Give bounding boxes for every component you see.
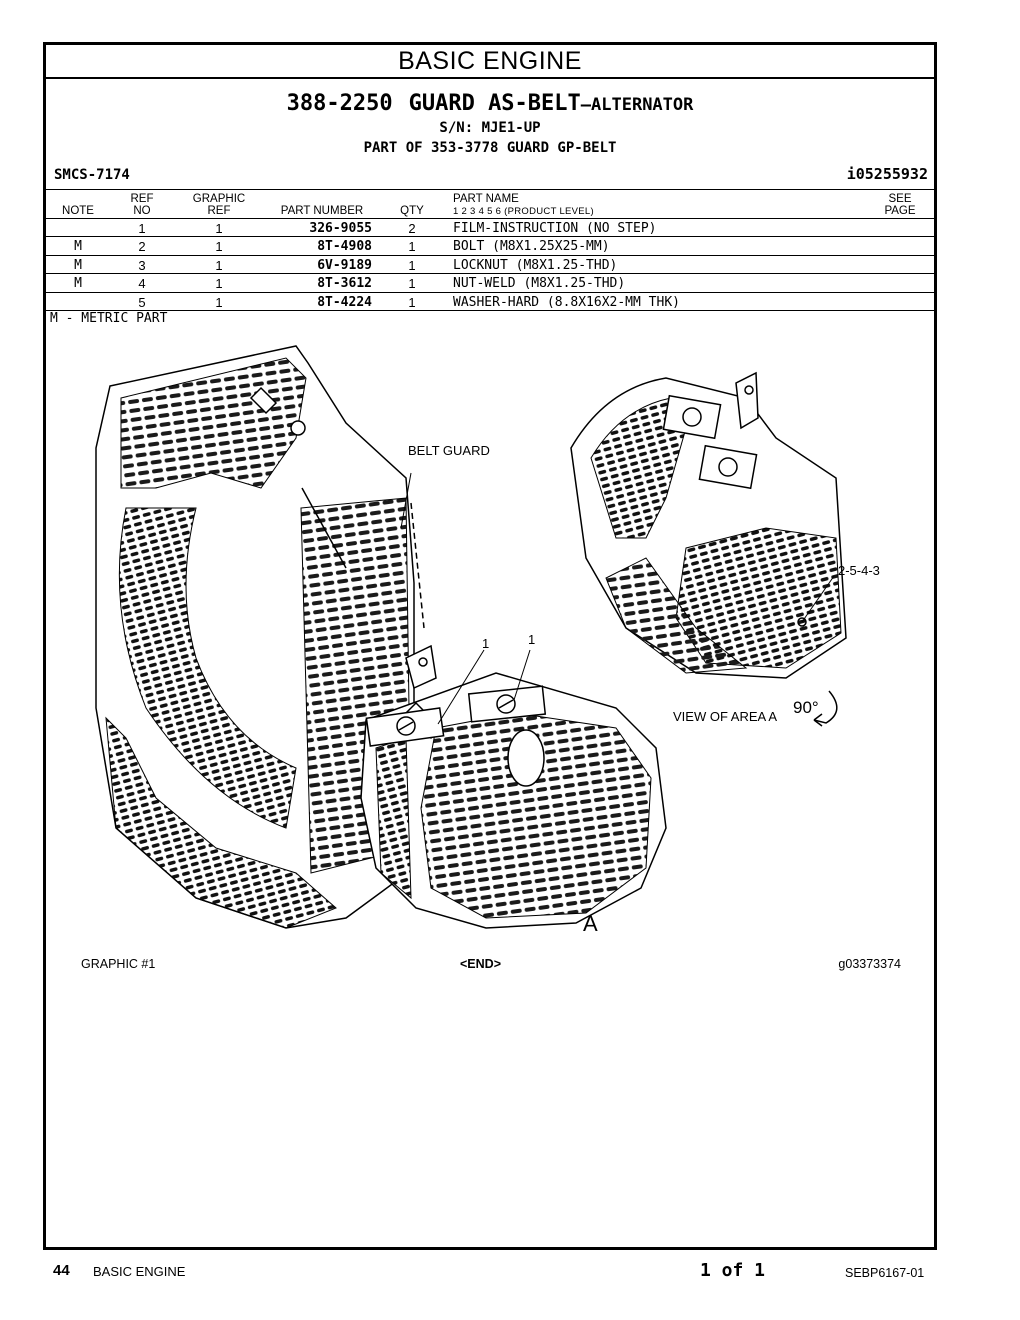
footer-doc-id: SEBP6167-01 xyxy=(845,1266,925,1280)
group-title: 388-2250 GUARD AS-BELT–ALTERNATOR xyxy=(46,91,934,116)
callout-1-left: 1 xyxy=(482,636,489,651)
part-number: 326-9055 xyxy=(309,221,372,236)
end-marker: <END> xyxy=(460,957,501,971)
table-row: M 2 1 8T-4908 1 BOLT (M8X1.25X25-MM) xyxy=(46,237,934,256)
part-number: 8T-3612 xyxy=(317,276,372,292)
part-of-line: PART OF 353-3778 GUARD GP-BELT xyxy=(363,140,617,156)
part-name: LOCKNUT (M8X1.25-THD) xyxy=(453,257,618,273)
guard-illustration: BELT GUARD 2-5-4-3 1 1 VIEW OF AREA A 90… xyxy=(95,345,880,936)
callout-1-right: 1 xyxy=(528,632,535,647)
group-header: 388-2250 GUARD AS-BELT–ALTERNATOR S/N: MJ… xyxy=(46,79,934,161)
callout-2-5-4-3: 2-5-4-3 xyxy=(838,563,880,578)
table-row: 1 1 326-9055 2 FILM-INSTRUCTION (NO STEP… xyxy=(46,219,934,238)
group-number: 388-2250 xyxy=(286,91,393,116)
group-suffix: –ALTERNATOR xyxy=(580,95,694,115)
belt-guard-large xyxy=(95,345,425,929)
col-note: NOTE xyxy=(62,205,94,217)
table-row: M 4 1 8T-3612 1 NUT-WELD (M8X1.25-THD) xyxy=(46,274,934,293)
belt-guard-front xyxy=(360,644,667,929)
area-a-label: A xyxy=(583,911,598,936)
group-name: GUARD AS-BELT xyxy=(408,91,581,116)
smcs-code: SMCS-7174 xyxy=(54,167,130,183)
graphic-id: g03373374 xyxy=(838,957,901,971)
exploded-view-drawing: BELT GUARD 2-5-4-3 1 1 VIEW OF AREA A 90… xyxy=(46,328,940,978)
view-of-area-a-label: VIEW OF AREA A xyxy=(673,709,777,724)
col-part-number: PART NUMBER xyxy=(280,205,364,217)
part-name: NUT-WELD (M8X1.25-THD) xyxy=(453,276,626,292)
footer-page-number: 44 xyxy=(53,1262,70,1279)
part-name: WASHER-HARD (8.8X16X2-MM THK) xyxy=(453,294,680,310)
serial-number: S/N: MJE1-UP xyxy=(439,120,541,136)
metric-note: M - METRIC PART xyxy=(50,311,168,326)
col-qty: QTY xyxy=(400,205,424,217)
rotation-label: 90° xyxy=(793,698,819,717)
belt-guard-label: BELT GUARD xyxy=(408,443,490,458)
part-name: BOLT (M8X1.25X25-MM) xyxy=(453,239,610,255)
footer-page-of: 1 of 1 xyxy=(700,1260,766,1281)
leader-lines xyxy=(400,472,531,725)
illustration-id: i05255932 xyxy=(846,165,928,183)
area-a-detail-view xyxy=(570,371,847,679)
part-number: 6V-9189 xyxy=(317,257,372,273)
table-row: 5 1 8T-4224 1 WASHER-HARD (8.8X16X2-MM T… xyxy=(46,293,934,311)
parts-table-body: 1 1 326-9055 2 FILM-INSTRUCTION (NO STEP… xyxy=(46,219,934,311)
footer-section: BASIC ENGINE xyxy=(93,1264,186,1279)
part-name: FILM-INSTRUCTION (NO STEP) xyxy=(453,221,657,236)
page-frame: BASIC ENGINE 388-2250 GUARD AS-BELT–ALTER… xyxy=(43,42,937,1250)
table-row: M 3 1 6V-9189 1 LOCKNUT (M8X1.25-THD) xyxy=(46,256,934,275)
rotation-arrow-icon xyxy=(813,690,838,727)
graphic-number: GRAPHIC #1 xyxy=(81,957,156,971)
part-number: 8T-4224 xyxy=(317,294,372,310)
part-number: 8T-4908 xyxy=(317,239,372,255)
page-title: BASIC ENGINE xyxy=(46,45,934,79)
